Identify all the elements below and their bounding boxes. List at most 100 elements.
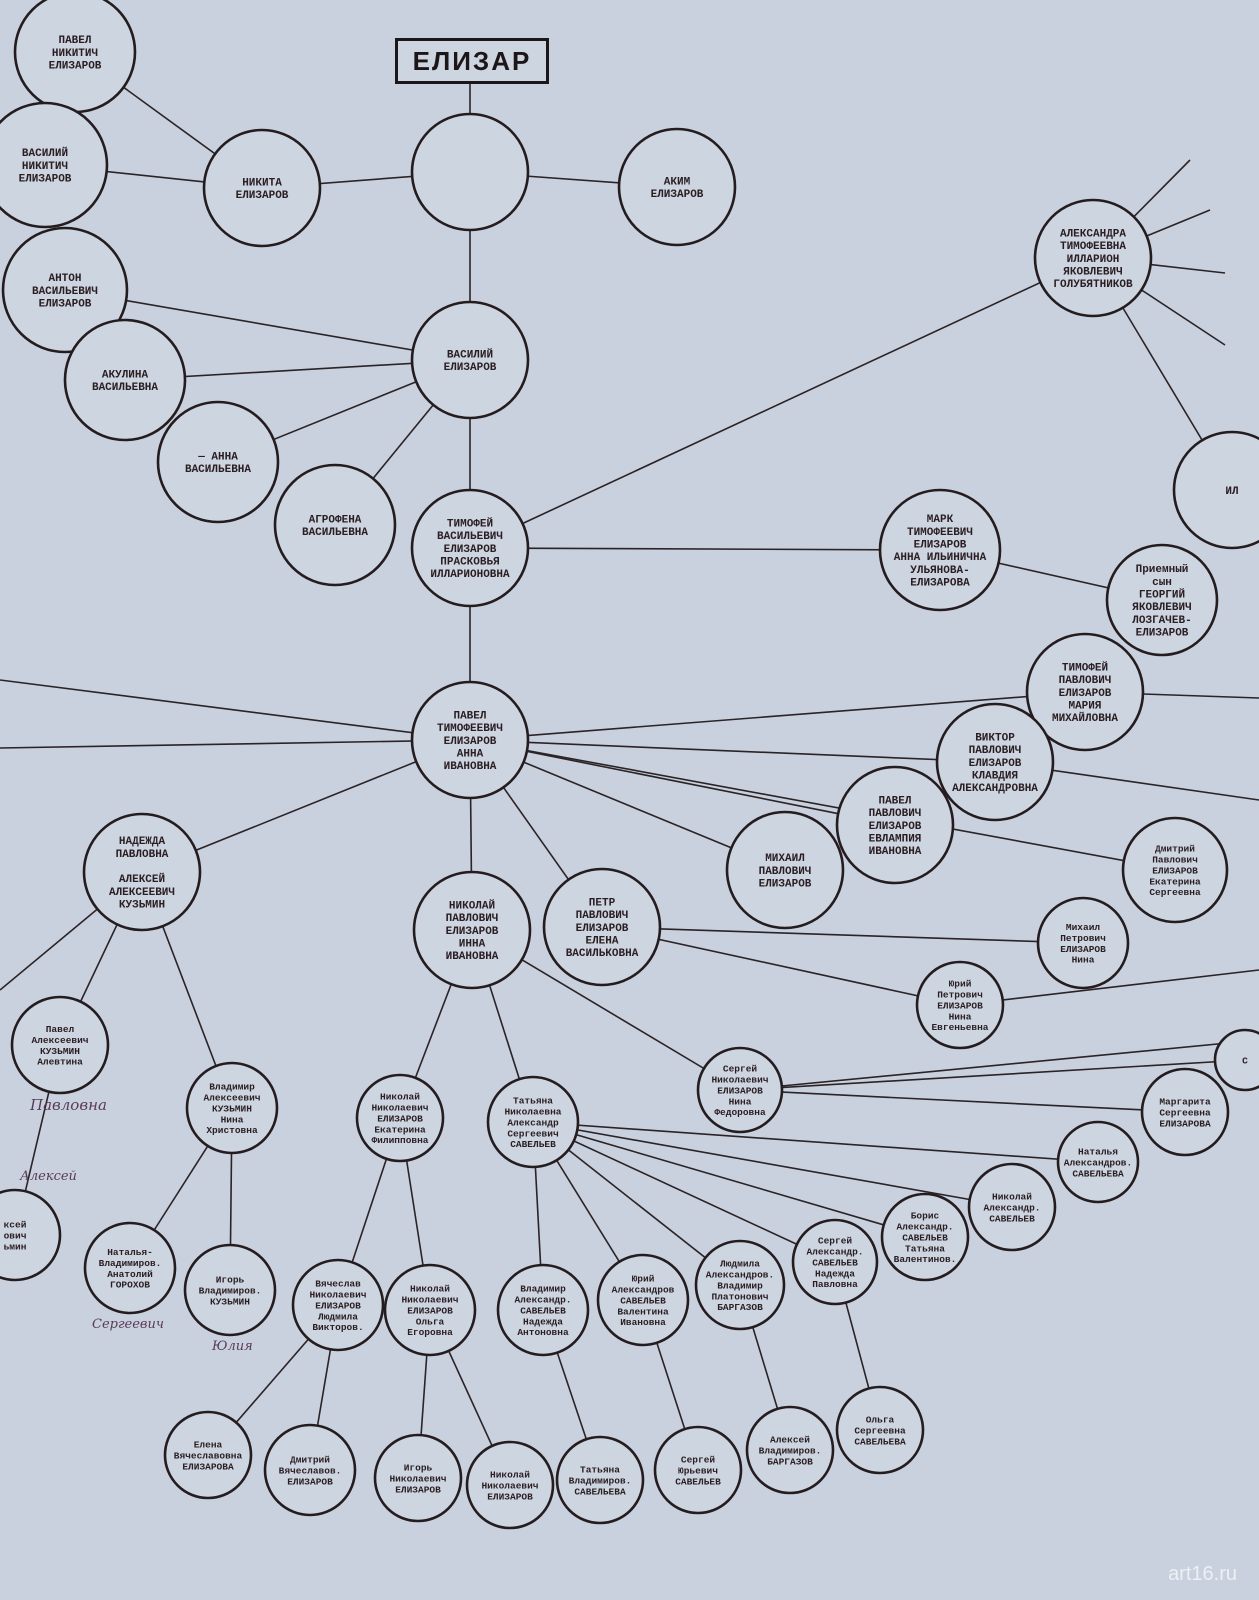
- node-name-line: ПАВЛОВИЧ: [576, 910, 629, 922]
- node-name-line: Татьяна: [580, 1464, 620, 1475]
- node-name-line: ВАСИЛЬЕВНА: [92, 382, 158, 394]
- node-name-line: Николай: [490, 1469, 530, 1480]
- person-node-viktor[interactable]: ВИКТОРПАВЛОВИЧЕЛИЗАРОВКЛАВДИЯАЛЕКСАНДРОВ…: [935, 702, 1055, 822]
- person-node-tatyana-n[interactable]: ТатьянаНиколаевнаАлександрСергеевичСАВЕЛ…: [486, 1075, 580, 1169]
- node-name-line: ПАВЛОВНА: [116, 849, 169, 861]
- node-name-line: Николаевич: [309, 1289, 366, 1300]
- person-node-ill[interactable]: ИЛ: [1172, 430, 1259, 550]
- node-name-line: МИХАИЛ: [765, 853, 805, 865]
- connector-line: [739, 1059, 1246, 1091]
- node-name-line: САВЕЛЬЕВ: [902, 1232, 948, 1243]
- node-name-line: Александров.: [1064, 1157, 1132, 1168]
- connector-line: [469, 739, 896, 826]
- node-name-line: ЕЛИЗАРОВА: [910, 577, 970, 589]
- connector-line: [959, 969, 1259, 1006]
- handwritten-note: Юлия: [212, 1339, 253, 1354]
- node-name-line: Нина: [1072, 955, 1095, 966]
- person-node-boris[interactable]: БорисАлександр.САВЕЛЬЕВТатьянаВалентинов…: [880, 1192, 970, 1282]
- person-node-nikolay-n[interactable]: НиколайНиколаевичЕЛИЗАРОВЕкатеринаФилипп…: [355, 1073, 445, 1163]
- node-name-line: Петрович: [1060, 933, 1106, 944]
- node-name-line: САВЕЛЬЕВ: [520, 1305, 566, 1316]
- node-circle: [465, 1440, 555, 1530]
- node-name-line: Петрович: [937, 989, 983, 1000]
- connector-line: [532, 1121, 1099, 1163]
- person-node-georgy[interactable]: ПриемныйсынГЕОРГИЙЯКОВЛЕВИЧЛОЗГАЧЕВ-ЕЛИЗ…: [1105, 543, 1219, 657]
- connector-line: [469, 257, 1094, 549]
- node-name-line: Надежда: [523, 1316, 563, 1327]
- node-circle: [355, 1073, 445, 1163]
- node-circle: [63, 318, 187, 442]
- node-name-line: Дмитрий: [1155, 843, 1195, 854]
- node-name-line: Маргарита: [1159, 1096, 1211, 1107]
- person-node-partial-c[interactable]: С: [1213, 1028, 1259, 1092]
- person-node-vladimir-as[interactable]: ВладимирАлександр.САВЕЛЬЕВНадеждаАнтонов…: [496, 1263, 590, 1357]
- person-node-dmitry-p[interactable]: ДмитрийПавловичЕЛИЗАРОВЕкатеринаСергеевн…: [1121, 816, 1229, 924]
- node-name-line: КЛАВДИЯ: [972, 771, 1018, 783]
- node-name-line: ГОРОХОВ: [110, 1280, 150, 1291]
- node-name-line: КУЗЬМИН: [212, 1103, 252, 1114]
- person-node-vyacheslav[interactable]: ВячеславНиколаевичЕЛИЗАРОВЛюдмилаВикторо…: [291, 1258, 385, 1352]
- connector-line: [64, 289, 471, 361]
- person-node-root[interactable]: [410, 112, 530, 232]
- connector-line: [469, 691, 1086, 741]
- node-circle: [1105, 543, 1219, 657]
- node-name-line: ЕЛИЗАРОВ: [576, 923, 629, 935]
- node-circle: [82, 812, 202, 932]
- person-node-timofey[interactable]: ТИМОФЕЙВАСИЛЬЕВИЧЕЛИЗАРОВПРАСКОВЬЯИЛЛАРИ…: [410, 488, 530, 608]
- node-circle: [596, 1253, 690, 1347]
- node-name-line: Александров: [612, 1284, 675, 1295]
- person-node-lyudmila[interactable]: ЛюдмилаАлександров.ВладимирПлатоновичБАР…: [694, 1239, 786, 1331]
- node-name-line: САВЕЛЬЕВА: [1072, 1168, 1124, 1179]
- node-name-line: Алексеевич: [31, 1035, 88, 1046]
- node-name-line: Наталья: [1078, 1146, 1118, 1157]
- node-name-line: ксей: [4, 1219, 27, 1230]
- person-node-alexandra[interactable]: АЛЕКСАНДРАТИМОФЕЕВНАИЛЛАРИОНЯКОВЛЕВИЧГОЛ…: [1033, 198, 1153, 318]
- node-name-line: САВЕЛЬЕВ: [989, 1213, 1035, 1224]
- connector-line: [739, 1039, 1259, 1091]
- node-circle: [935, 702, 1055, 822]
- node-name-line: Федоровна: [714, 1107, 766, 1118]
- node-name-line: ПЕТР: [589, 898, 616, 910]
- node-name-line: АГРОФЕНА: [309, 515, 362, 527]
- node-name-line: Александр.: [806, 1246, 863, 1257]
